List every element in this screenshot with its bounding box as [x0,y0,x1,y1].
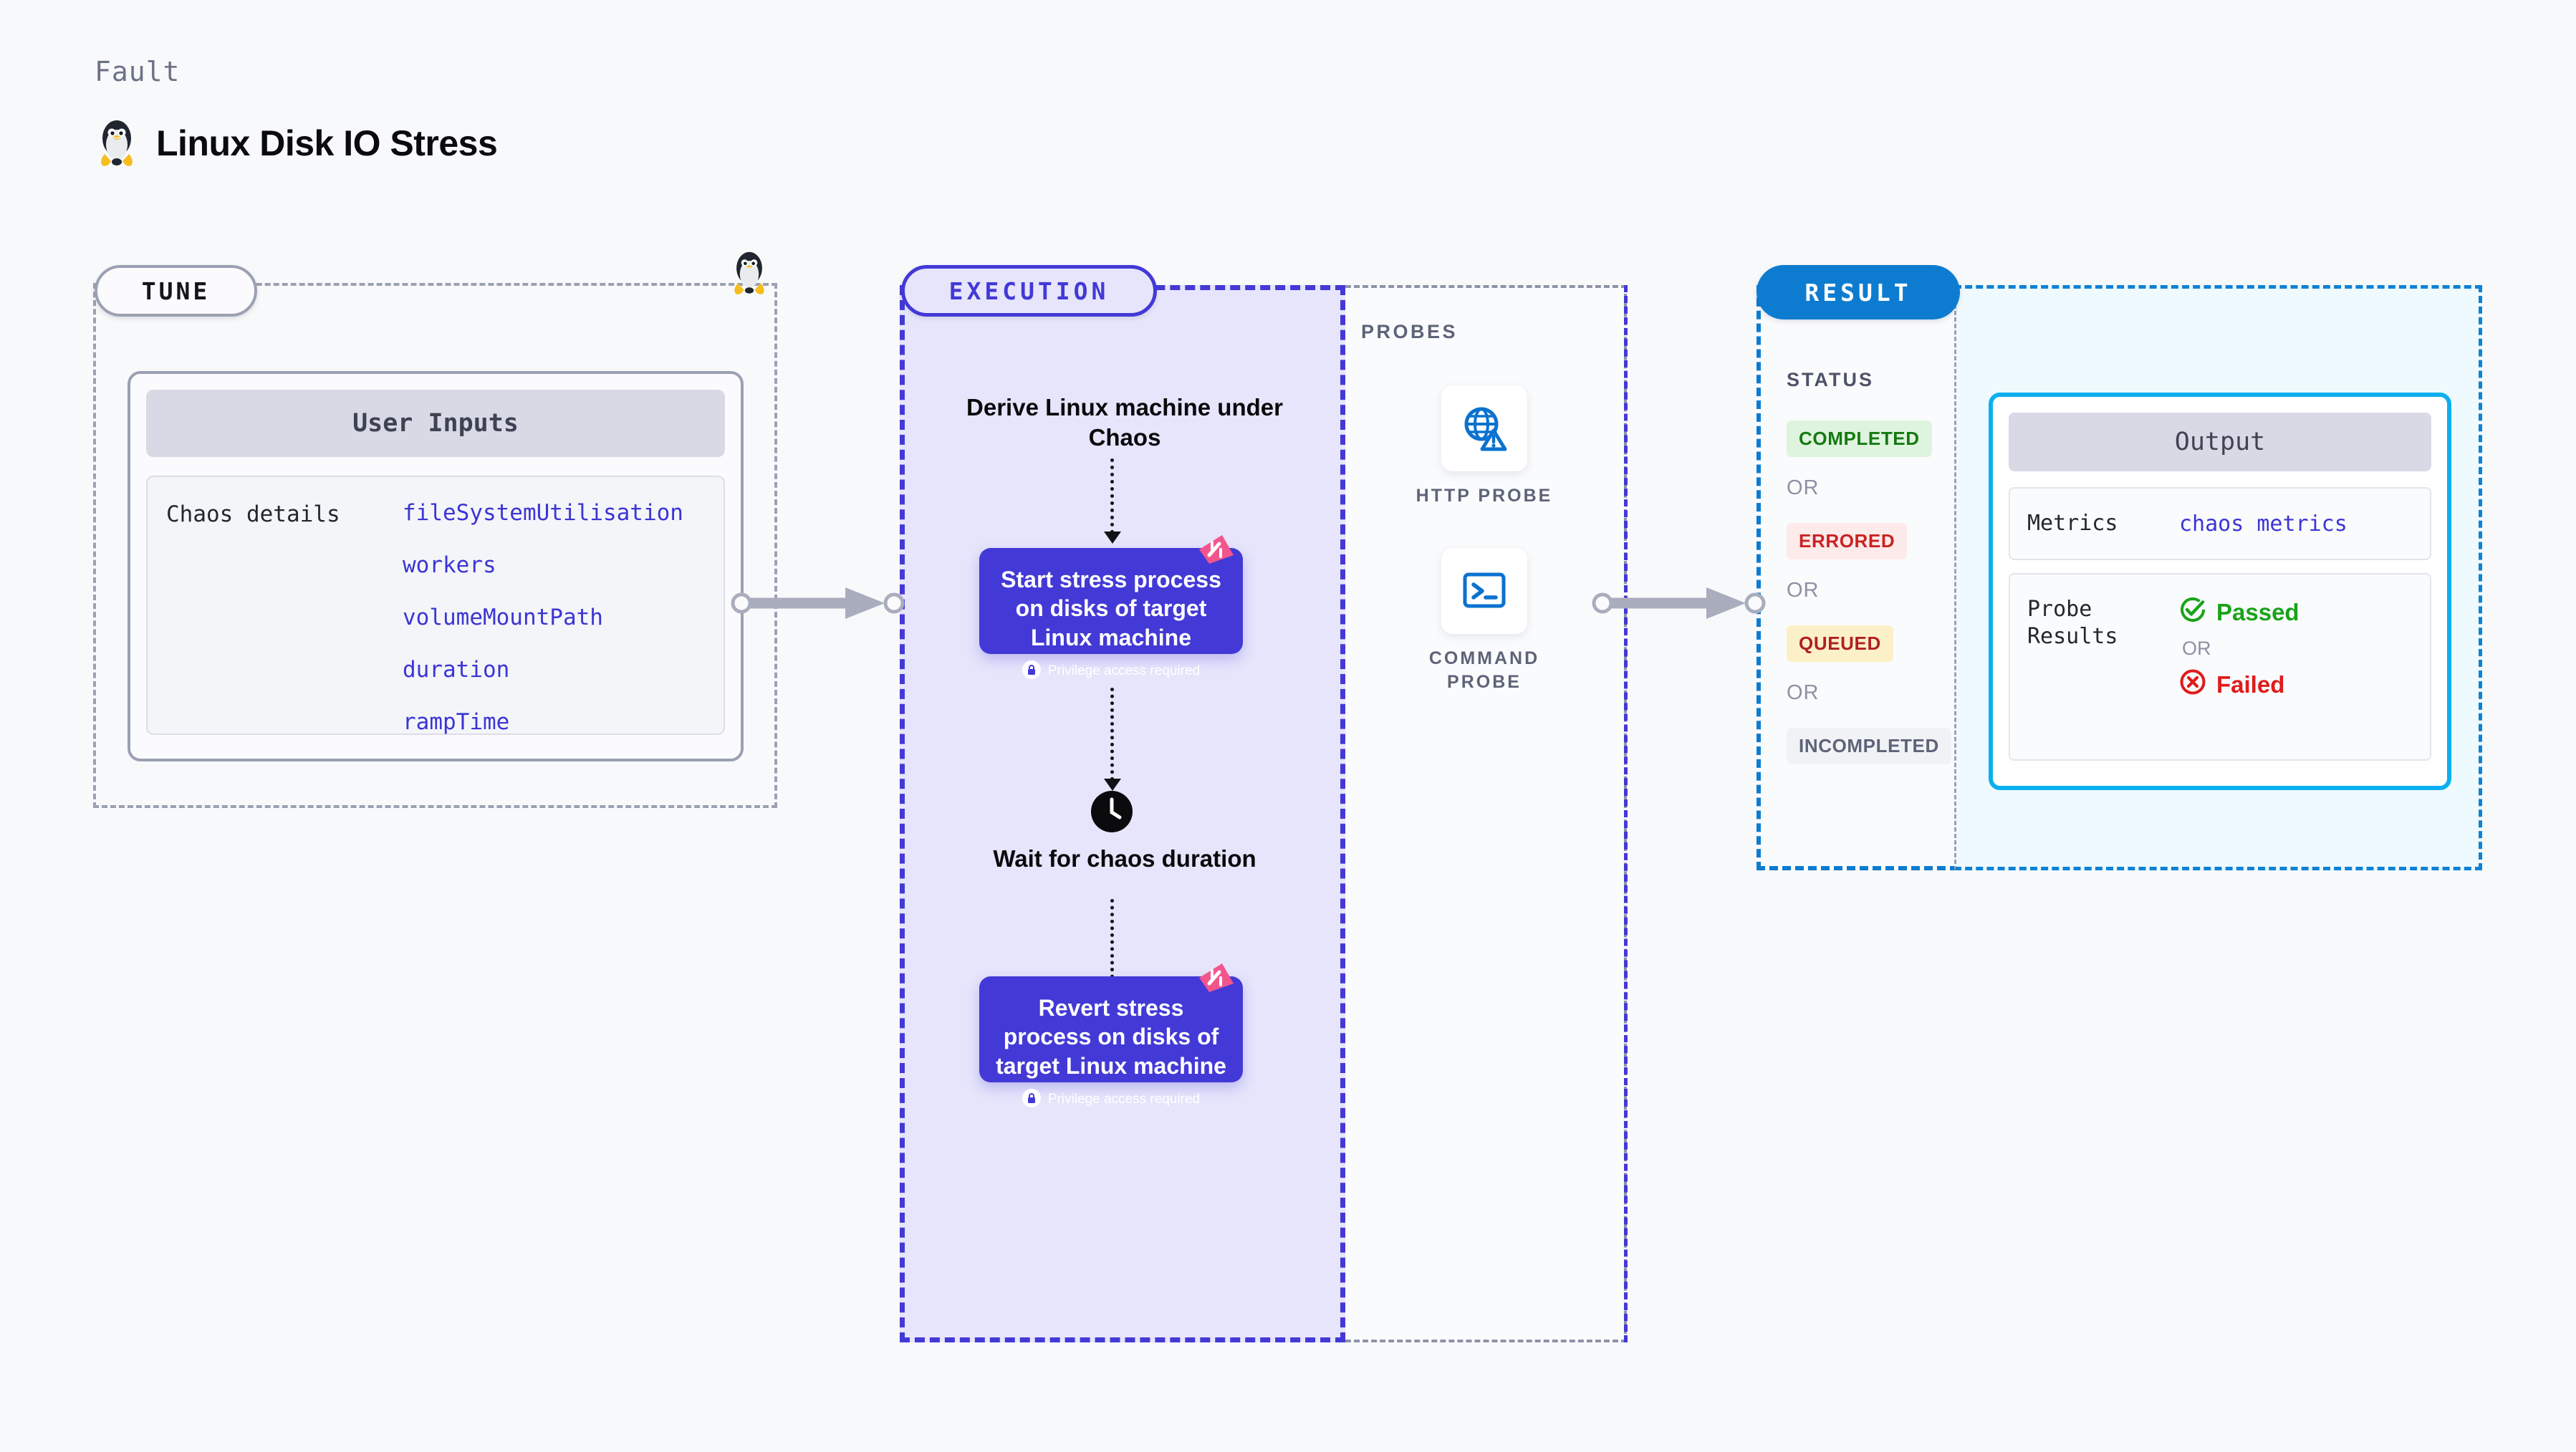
execution-step-revert-stress-card[interactable]: Revert stress process on disks of target… [979,976,1243,1107]
probe-result-failed-label: Failed [2216,671,2285,698]
privilege-note: Privilege access required [1047,663,1201,679]
probe-item-command[interactable]: COMMAND PROBE [1413,548,1556,694]
harness-logo-badge-revert-icon [1193,962,1236,1000]
globe-warning-icon [1441,385,1527,471]
probes-to-result-connector [1592,582,1771,628]
x-circle-icon [2179,668,2206,701]
terminal-icon [1441,548,1527,634]
lock-icon [1022,1088,1041,1111]
lock-icon [1022,660,1041,683]
flow-arrowhead-1 [1104,532,1121,544]
probes-label: PROBES [1361,321,1458,342]
probe-caption-command: COMMAND PROBE [1428,648,1540,692]
output-card: Output Metrics chaos metrics Probe Resul… [1989,393,2451,790]
output-probe-results-row: Probe Results Passed OR [2009,573,2431,761]
probe-result-failed: Failed [2179,668,2299,701]
param-rampTime[interactable]: rampTime [403,709,510,735]
status-label: STATUS [1787,369,1874,390]
user-inputs-header: User Inputs [146,390,725,457]
probes-region-divider [1624,285,1628,1342]
tux-penguin-icon [96,118,138,168]
status-badge-queued: QUEUED [1787,625,1893,662]
output-metrics-value[interactable]: chaos metrics [2179,511,2347,537]
flow-connector-1 [1110,458,1116,534]
execution-step-start-stress-card[interactable]: Start stress process on disks of target … [979,548,1243,679]
user-inputs-card: User Inputs Chaos details fileSystemUtil… [128,371,744,761]
output-metrics-row: Metrics chaos metrics [2009,487,2431,560]
chaos-details-key: Chaos details [166,501,340,527]
execution-section-pill[interactable]: EXECUTION [901,265,1157,317]
output-metrics-key: Metrics [2027,510,2118,536]
page-eyebrow: Fault [95,56,181,87]
execution-step-wait-label: Wait for chaos duration [993,845,1256,872]
tux-penguin-node-icon [729,249,769,300]
tune-to-execution-connector [731,582,910,628]
execution-step-derive-label: Derive Linux machine under Chaos [966,394,1283,451]
param-volumeMountPath[interactable]: volumeMountPath [403,605,603,630]
privilege-row: Privilege access required [995,1088,1227,1111]
page-title-row: Linux Disk IO Stress [96,118,498,168]
clock-icon [1090,790,1133,837]
flow-arrowhead-2 [1104,779,1121,791]
flow-connector-3 [1110,899,1116,992]
privilege-note: Privilege access required [1047,1092,1201,1107]
execution-step-revert-stress-label: Revert stress process on disks of target… [996,995,1226,1079]
harness-logo-badge-start-icon [1193,534,1236,572]
output-header: Output [2009,413,2431,471]
param-duration[interactable]: duration [403,657,510,683]
result-section-pill[interactable]: RESULT [1756,265,1960,319]
tune-region [93,283,777,808]
status-badge-errored: ERRORED [1787,523,1908,559]
tune-section-pill[interactable]: TUNE [95,265,257,317]
result-region [1756,285,1959,870]
status-or-2: OR [1787,579,1820,602]
privilege-row: Privilege access required [995,660,1227,683]
probe-result-or: OR [2182,638,2211,659]
check-circle-icon [2179,596,2206,629]
status-or-3: OR [1787,681,1820,704]
probe-item-http[interactable]: HTTP PROBE [1413,385,1556,508]
param-workers[interactable]: workers [403,552,496,578]
user-inputs-body: Chaos details fileSystemUtilisation work… [146,476,725,735]
execution-step-start-stress-label: Start stress process on disks of target … [1001,567,1221,650]
output-probe-results-values: Passed OR Failed [2179,596,2299,738]
flow-connector-2 [1110,688,1116,781]
chaos-details-values: fileSystemUtilisation workers volumeMoun… [403,500,683,735]
probe-result-passed: Passed [2179,596,2299,629]
probe-result-passed-label: Passed [2216,599,2299,625]
output-probe-results-key: Probe Results [2027,597,2118,650]
status-badge-incompleted: INCOMPLETED [1787,728,1951,764]
probe-caption-http: HTTP PROBE [1416,486,1553,506]
status-badge-completed: COMPLETED [1787,420,1932,457]
page-title: Linux Disk IO Stress [156,123,498,163]
param-fileSystemUtilisation[interactable]: fileSystemUtilisation [403,500,683,526]
status-or-1: OR [1787,476,1820,499]
